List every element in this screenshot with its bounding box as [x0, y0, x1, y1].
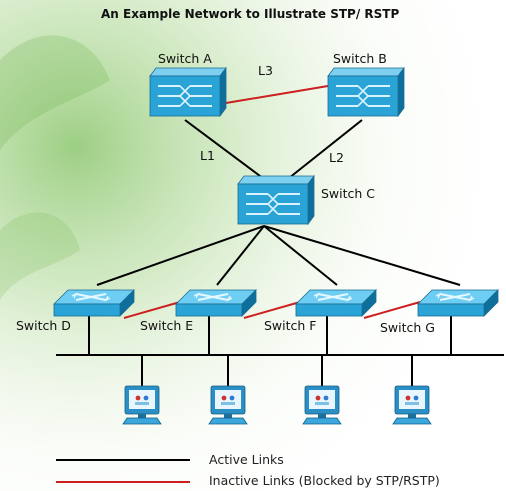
host-2-computer-icon: [208, 385, 248, 425]
link-e-f-blocked: [243, 301, 301, 319]
switch-g-label: Switch G: [380, 320, 435, 335]
link-c-g: [263, 225, 461, 286]
switch-f-icon: [295, 289, 377, 317]
switch-d-icon: [53, 289, 135, 317]
link-d-e-blocked: [123, 301, 181, 319]
link-f-g-blocked: [363, 301, 421, 319]
legend: Active Links Inactive Links (Blocked by …: [56, 452, 440, 488]
diagram-title: An Example Network to Illustrate STP/ RS…: [101, 7, 399, 21]
switch-e-label: Switch E: [140, 318, 193, 333]
link-l2-label: L2: [329, 150, 344, 165]
link-l3-label: L3: [258, 63, 273, 78]
switch-b-label: Switch B: [333, 51, 387, 66]
switch-c-label: Switch C: [321, 186, 375, 201]
switch-b-icon: [327, 67, 405, 117]
host-4-computer-icon: [392, 385, 432, 425]
link-l3: [225, 85, 329, 104]
link-c-f: [263, 225, 338, 286]
link-l1-label: L1: [200, 148, 215, 163]
link-c-d: [96, 225, 265, 286]
legend-inactive-label: Inactive Links (Blocked by STP/RSTP): [209, 473, 440, 488]
active-links: [56, 119, 504, 386]
switch-c-icon: [237, 175, 315, 225]
legend-active-label: Active Links: [209, 452, 284, 467]
link-l1: [184, 119, 269, 183]
switch-g-icon: [417, 289, 499, 317]
switch-a-label: Switch A: [158, 51, 212, 66]
switch-e-icon: [175, 289, 257, 317]
link-c-e: [216, 225, 265, 286]
host-3-computer-icon: [302, 385, 342, 425]
switch-d-label: Switch D: [16, 318, 71, 333]
switch-a-icon: [149, 67, 227, 117]
host-1-computer-icon: [122, 385, 162, 425]
link-l2: [283, 119, 363, 183]
inactive-links: [123, 85, 421, 319]
switch-f-label: Switch F: [264, 318, 317, 333]
